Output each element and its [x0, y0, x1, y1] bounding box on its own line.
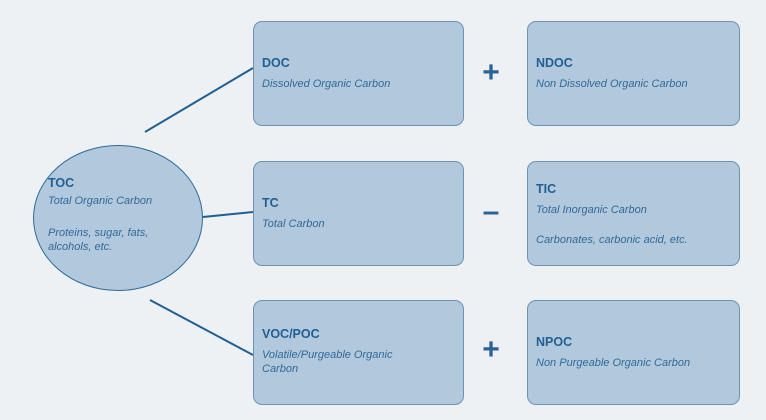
vocpoc-node — [253, 300, 464, 405]
vocpoc-abbr: VOC/POC — [262, 327, 320, 341]
tc-node — [253, 161, 464, 266]
npoc-name: Non Purgeable Organic Carbon — [536, 357, 691, 369]
ndoc-abbr: NDOC — [536, 56, 573, 70]
toc-node — [33, 145, 203, 291]
doc-abbr: DOC — [262, 56, 290, 70]
ndoc-name: Non Dissolved Organic Carbon — [536, 78, 688, 90]
doc-node — [253, 21, 464, 126]
ndoc-node — [527, 21, 740, 126]
toc-examples-line2: alcohols, etc. — [48, 241, 113, 253]
toc-examples-line1: Proteins, sugar, fats, — [48, 227, 149, 239]
minus-operator: – — [482, 195, 500, 228]
npoc-node — [527, 300, 740, 405]
toc-name: Total Organic Carbon — [48, 195, 153, 207]
tic-name: Total Inorganic Carbon — [536, 204, 647, 216]
tc-name: Total Carbon — [262, 218, 325, 230]
tic-examples: Carbonates, carbonic acid, etc. — [536, 234, 688, 246]
tc-abbr: TC — [262, 196, 279, 210]
connector-toc-vocpoc — [149, 299, 254, 356]
toc-abbr: TOC — [48, 176, 75, 190]
tic-abbr: TIC — [536, 182, 557, 196]
doc-name: Dissolved Organic Carbon — [262, 78, 391, 90]
vocpoc-name-line1: Volatile/Purgeable Organic — [262, 349, 393, 361]
connector-toc-doc — [144, 67, 254, 133]
tic-node — [527, 161, 740, 266]
vocpoc-name-line2: Carbon — [262, 363, 299, 375]
plus-operator-1: + — [482, 56, 500, 89]
plus-operator-2: + — [482, 333, 500, 366]
npoc-abbr: NPOC — [536, 335, 573, 349]
connector-toc-tc — [202, 211, 254, 218]
